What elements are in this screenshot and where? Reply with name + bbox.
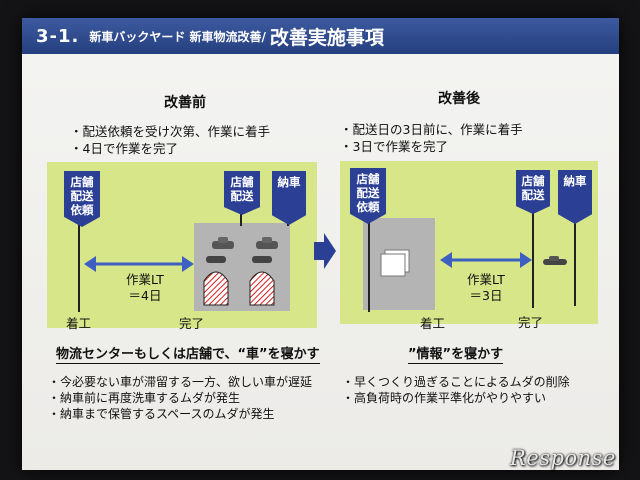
car-icon: [256, 237, 278, 249]
before-bullet-2: ・4日で作業を完了: [70, 141, 178, 156]
title-subtitle: 新車バックヤード 新車物流改善/: [89, 29, 266, 44]
title-number: 3-1.: [36, 25, 80, 47]
before-lt-line1: 作業LT: [126, 272, 164, 287]
car-icon: [212, 237, 234, 249]
before-note-2: ・納車前に再度洗車するムダが発生: [48, 391, 241, 405]
after-note-1: ・早くつくり過ぎることによるムダの削除: [342, 375, 570, 389]
after-subheading: ”情報”を寝かす: [408, 343, 504, 364]
after-end-label: 完了: [518, 315, 544, 330]
after-right-line: [574, 202, 576, 306]
document-icon: [380, 249, 410, 277]
after-notes: ・早くつくり過ぎることによるムダの削除 ・高負荷時の作業平準化がやりやすい: [342, 374, 570, 406]
after-flag-store-delivery-request: 店舗 配送 依頼: [350, 168, 386, 224]
after-middle-line: [532, 204, 534, 308]
before-note-1: ・今必要ない車が滞留する一方、欲しい車が遅延: [48, 375, 313, 389]
flag-label: 納車: [563, 174, 587, 188]
transition-arrow-icon: [314, 233, 336, 269]
before-flag-store-delivery-request: 店舗 配送 依頼: [64, 171, 100, 227]
slide: 3-1. 新車バックヤード 新車物流改善/ 改善実施事項 改善前 ・配送依頼を受…: [22, 18, 619, 470]
before-start-label: 着工: [66, 316, 92, 331]
title-bar: 3-1. 新車バックヤード 新車物流改善/ 改善実施事項: [22, 18, 619, 54]
car-icon: [206, 256, 226, 263]
before-heading: 改善前: [164, 95, 206, 111]
after-note-2: ・高負荷時の作業平準化がやりやすい: [342, 391, 547, 405]
page-title: 改善実施事項: [269, 26, 384, 49]
car-icon: [543, 256, 567, 265]
flag-label: 店舗 配送: [230, 175, 254, 203]
before-lt-line2: ＝4日: [128, 288, 162, 303]
flag-label: 店舗 配送: [521, 174, 545, 202]
after-start-line: [368, 206, 370, 312]
after-information-graphic: [380, 249, 410, 277]
before-start-line: [78, 208, 80, 312]
after-lt-label: 作業LT ＝3日: [458, 272, 514, 304]
after-lt-arrow: [440, 252, 532, 268]
after-bullet-1: ・配送日の3日前に、作業に着手: [340, 122, 523, 137]
before-bullet-1: ・配送依頼を受け次第、作業に着手: [70, 124, 271, 139]
wash-area-icon: [203, 271, 229, 306]
flag-label: 納車: [277, 175, 301, 189]
flag-label: 店舗 配送 依頼: [70, 175, 94, 217]
before-notes: ・今必要ない車が滞留する一方、欲しい車が遅延 ・納車前に再度洗車するムダが発生 …: [48, 374, 312, 422]
before-end-label: 完了: [179, 316, 205, 331]
after-bullet-2: ・3日で作業を完了: [340, 139, 448, 154]
after-lt-line1: 作業LT: [467, 272, 505, 287]
after-start-label: 着工: [420, 316, 446, 331]
flag-label: 店舗 配送 依頼: [356, 172, 380, 214]
before-bullets: ・配送依頼を受け次第、作業に着手 ・4日で作業を完了: [70, 123, 270, 157]
after-flag-handover: 納車: [558, 170, 592, 224]
before-lt-arrow: [84, 256, 194, 272]
before-flag-handover: 納車: [272, 171, 306, 225]
before-middle-line: [240, 204, 242, 226]
before-lt-label: 作業LT ＝4日: [117, 272, 173, 304]
after-lt-line2: ＝3日: [469, 288, 503, 303]
car-icon: [252, 256, 272, 263]
wash-area-icon: [249, 271, 275, 306]
response-watermark: Response: [510, 446, 616, 470]
before-note-3: ・納車まで保管するスペースのムダが発生: [48, 407, 275, 421]
before-subheading: 物流センターもしくは店舗で、“車”を寝かす: [56, 343, 320, 364]
before-flag-store-delivery: 店舗 配送: [224, 171, 260, 215]
after-flag-store-delivery: 店舗 配送: [516, 170, 550, 214]
after-heading: 改善後: [438, 91, 480, 107]
before-storage-graphic: [203, 237, 278, 306]
after-bullets: ・配送日の3日前に、作業に着手 ・3日で作業を完了: [340, 121, 523, 155]
